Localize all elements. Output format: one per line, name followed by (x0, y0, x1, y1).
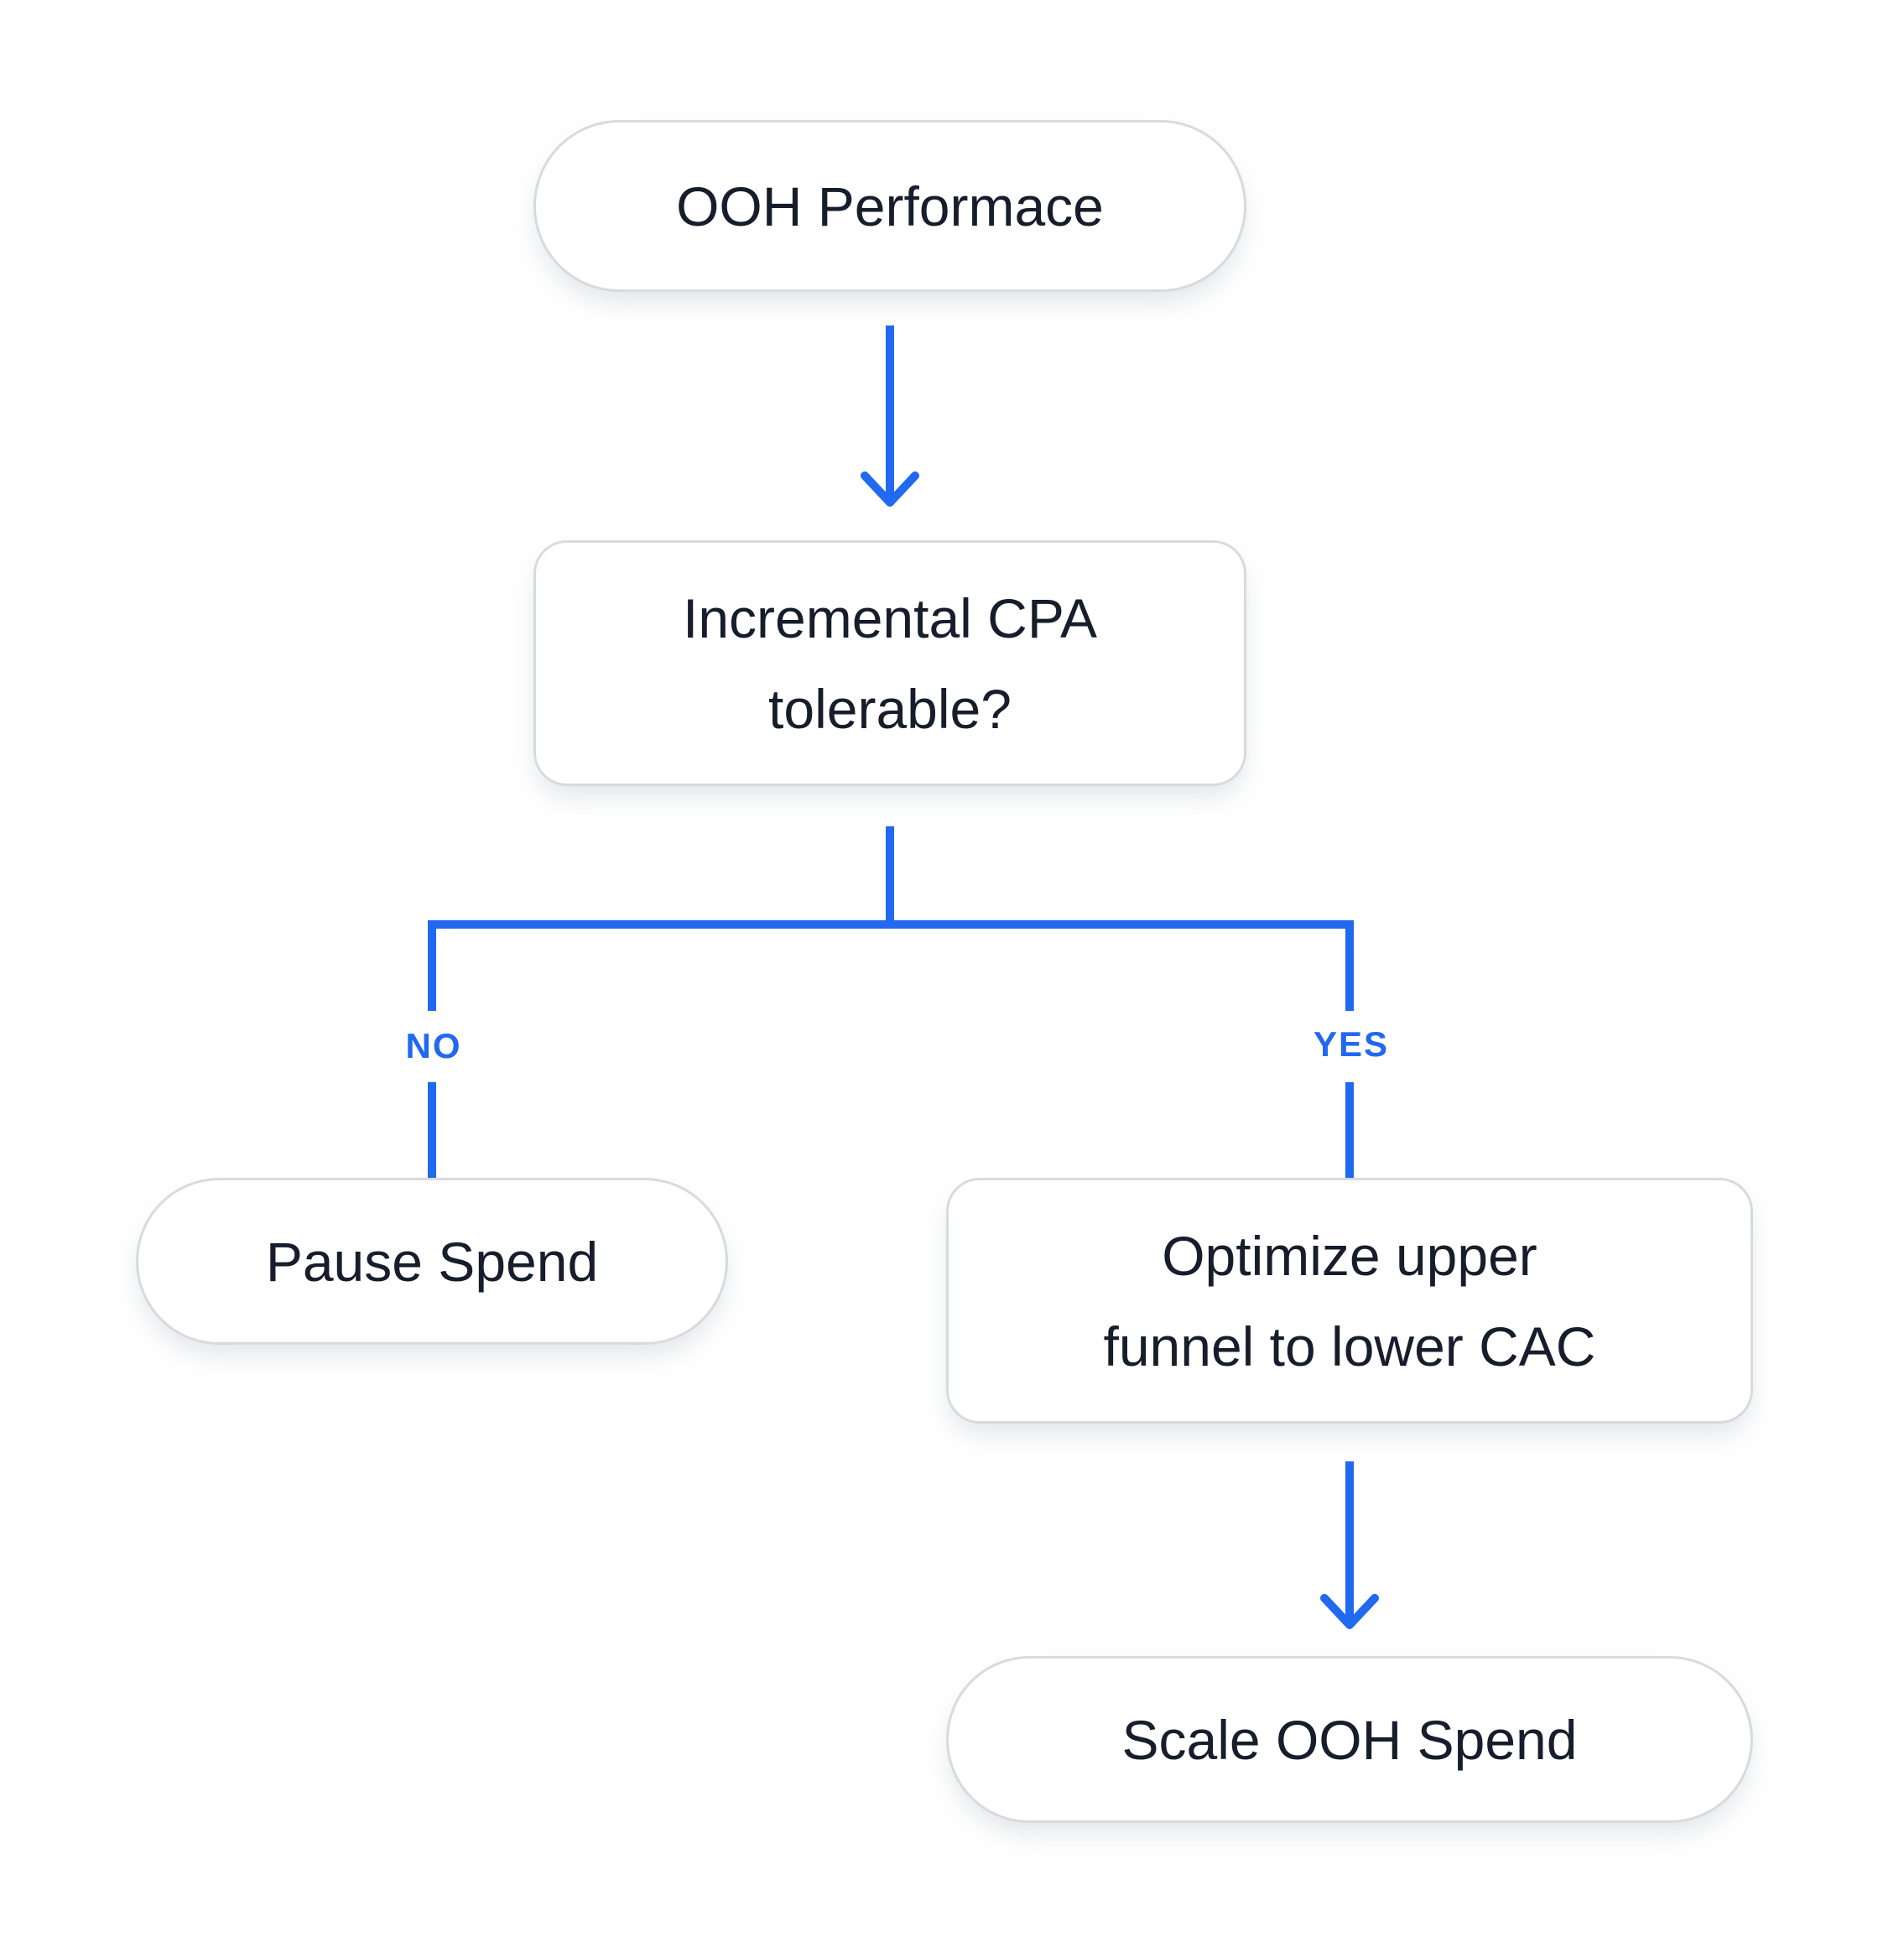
node-scale-ooh-spend-label: Scale OOH Spend (1121, 1708, 1578, 1771)
node-ooh-performance: OOH Performace (533, 120, 1246, 292)
optimize-label-line1: Optimize upper (1162, 1224, 1537, 1287)
arrow-optimize-to-scale (1320, 1461, 1379, 1629)
branch-label-no: NO (405, 1026, 462, 1065)
optimize-label-line2: funnel to lower CAC (1103, 1315, 1596, 1377)
node-scale-ooh-spend: Scale OOH Spend (946, 1656, 1753, 1823)
decision-label-line1: Incremental CPA (683, 586, 1097, 649)
node-incremental-cpa-decision: Incremental CPA tolerable? (533, 540, 1246, 786)
node-optimize-upper-funnel: Optimize upper funnel to lower CAC (946, 1178, 1753, 1424)
branch-split-line (428, 920, 1354, 1011)
node-pause-spend-label: Pause Spend (265, 1230, 599, 1293)
arrow-root-to-decision (861, 325, 919, 507)
branch-label-yes: YES (1313, 1024, 1390, 1064)
node-pause-spend: Pause Spend (136, 1178, 728, 1345)
node-ooh-performance-label: OOH Performace (676, 174, 1104, 237)
decision-label-line2: tolerable? (768, 677, 1012, 740)
